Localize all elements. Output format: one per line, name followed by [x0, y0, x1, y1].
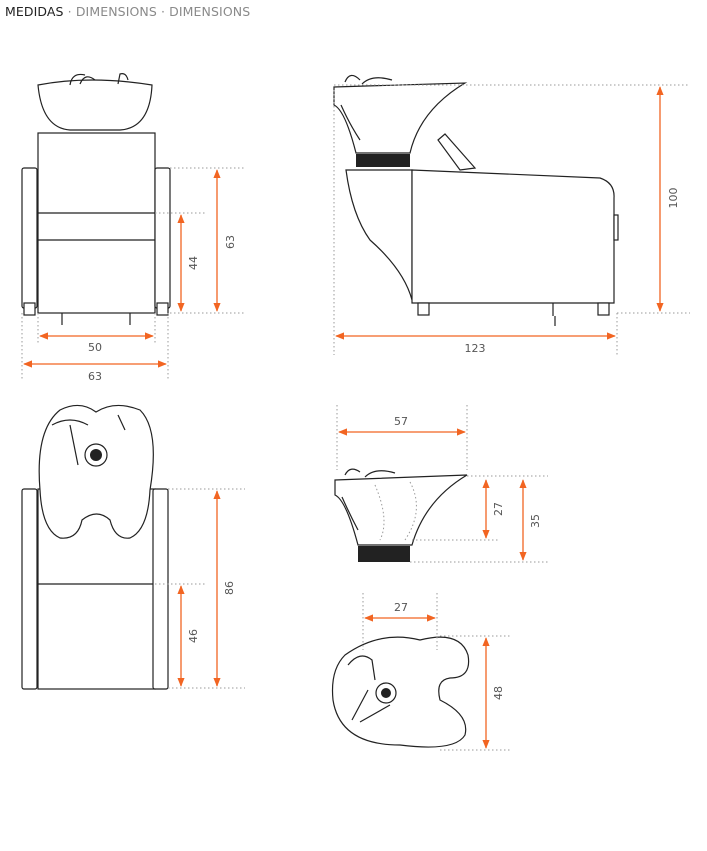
- basin-top-width-label: 27: [394, 601, 408, 614]
- header-subtitle-en: DIMENSIONS: [75, 4, 157, 19]
- basin-side-dimensions: [336, 405, 548, 563]
- front-view-drawing: [21, 73, 171, 325]
- top-view-dimensions: [155, 488, 245, 689]
- front-height-label: 63: [224, 235, 237, 249]
- basin-top-drawing: [331, 636, 470, 748]
- header-subtitle-fr: DIMENSIONS: [169, 4, 251, 19]
- basin-width-label: 57: [394, 415, 408, 428]
- top-view-drawing: [21, 404, 169, 690]
- top-seat-depth-label: 46: [187, 629, 200, 643]
- basin-side-drawing: [334, 468, 468, 562]
- side-height-label: 100: [667, 188, 680, 209]
- top-depth-label: 86: [223, 581, 236, 595]
- basin-total-height-label: 35: [529, 514, 542, 528]
- basin-top-depth-label: 48: [492, 686, 505, 700]
- page-header: MEDIDAS · DIMENSIONS · DIMENSIONS: [5, 4, 250, 19]
- front-total-width-label: 63: [88, 370, 102, 383]
- side-length-label: 123: [465, 342, 486, 355]
- front-seat-height-label: 44: [187, 256, 200, 270]
- front-view-dimensions: [21, 167, 245, 380]
- side-view-dimensions: [333, 84, 690, 355]
- header-separator: ·: [63, 4, 76, 19]
- basin-bowl-height-label: 27: [492, 502, 505, 516]
- basin-top-dimensions: [362, 593, 512, 751]
- side-view-drawing: [333, 74, 619, 326]
- front-inner-width-label: 50: [88, 341, 102, 354]
- header-title: MEDIDAS: [5, 4, 64, 19]
- header-separator: ·: [156, 4, 170, 19]
